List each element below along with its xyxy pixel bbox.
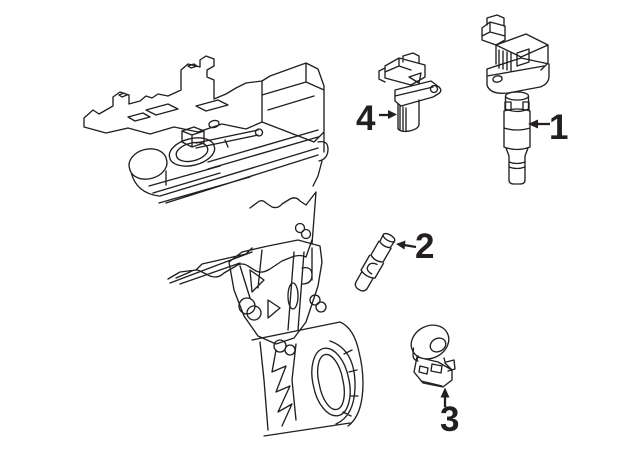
ignition-coil-boot — [503, 91, 531, 185]
callout-1-label: 1 — [549, 108, 568, 147]
ignition-coil-body — [486, 33, 550, 94]
knock-sensor[interactable] — [410, 324, 456, 388]
callout-2[interactable]: 2 — [396, 227, 434, 266]
engine-ports-and-bosses — [128, 126, 216, 197]
engine-block-lower — [167, 191, 317, 285]
knock-sensor-outline — [410, 324, 456, 388]
ignition-coil[interactable] — [481, 14, 550, 185]
callout-1-arrowhead — [528, 119, 538, 129]
engine-valve-cover — [83, 55, 263, 135]
callout-2-label: 2 — [415, 227, 434, 266]
callout-1[interactable]: 1 — [528, 108, 568, 147]
camshaft-position-sensor[interactable] — [378, 52, 442, 133]
ignition-coil-connector — [481, 14, 506, 46]
callout-3-label: 3 — [440, 400, 459, 439]
engine-mount-bracket — [228, 239, 327, 345]
callout-2-arrowhead — [396, 240, 406, 250]
engine-head-ribs — [148, 128, 319, 204]
engine-head-block — [261, 62, 329, 187]
callout-4-label: 4 — [356, 99, 376, 138]
callout-2-arrow — [403, 243, 417, 249]
cam-sensor-outline — [378, 52, 442, 133]
callout-3[interactable]: 3 — [440, 387, 459, 440]
callout-4[interactable]: 4 — [356, 99, 397, 138]
engine-assembly — [83, 55, 364, 437]
callout-4-arrowhead — [388, 110, 397, 119]
spark-plug[interactable] — [352, 231, 397, 294]
spark-plug-outline — [354, 232, 396, 292]
callout-3-arrowhead — [440, 387, 450, 398]
engine-timing-cover — [251, 321, 364, 437]
